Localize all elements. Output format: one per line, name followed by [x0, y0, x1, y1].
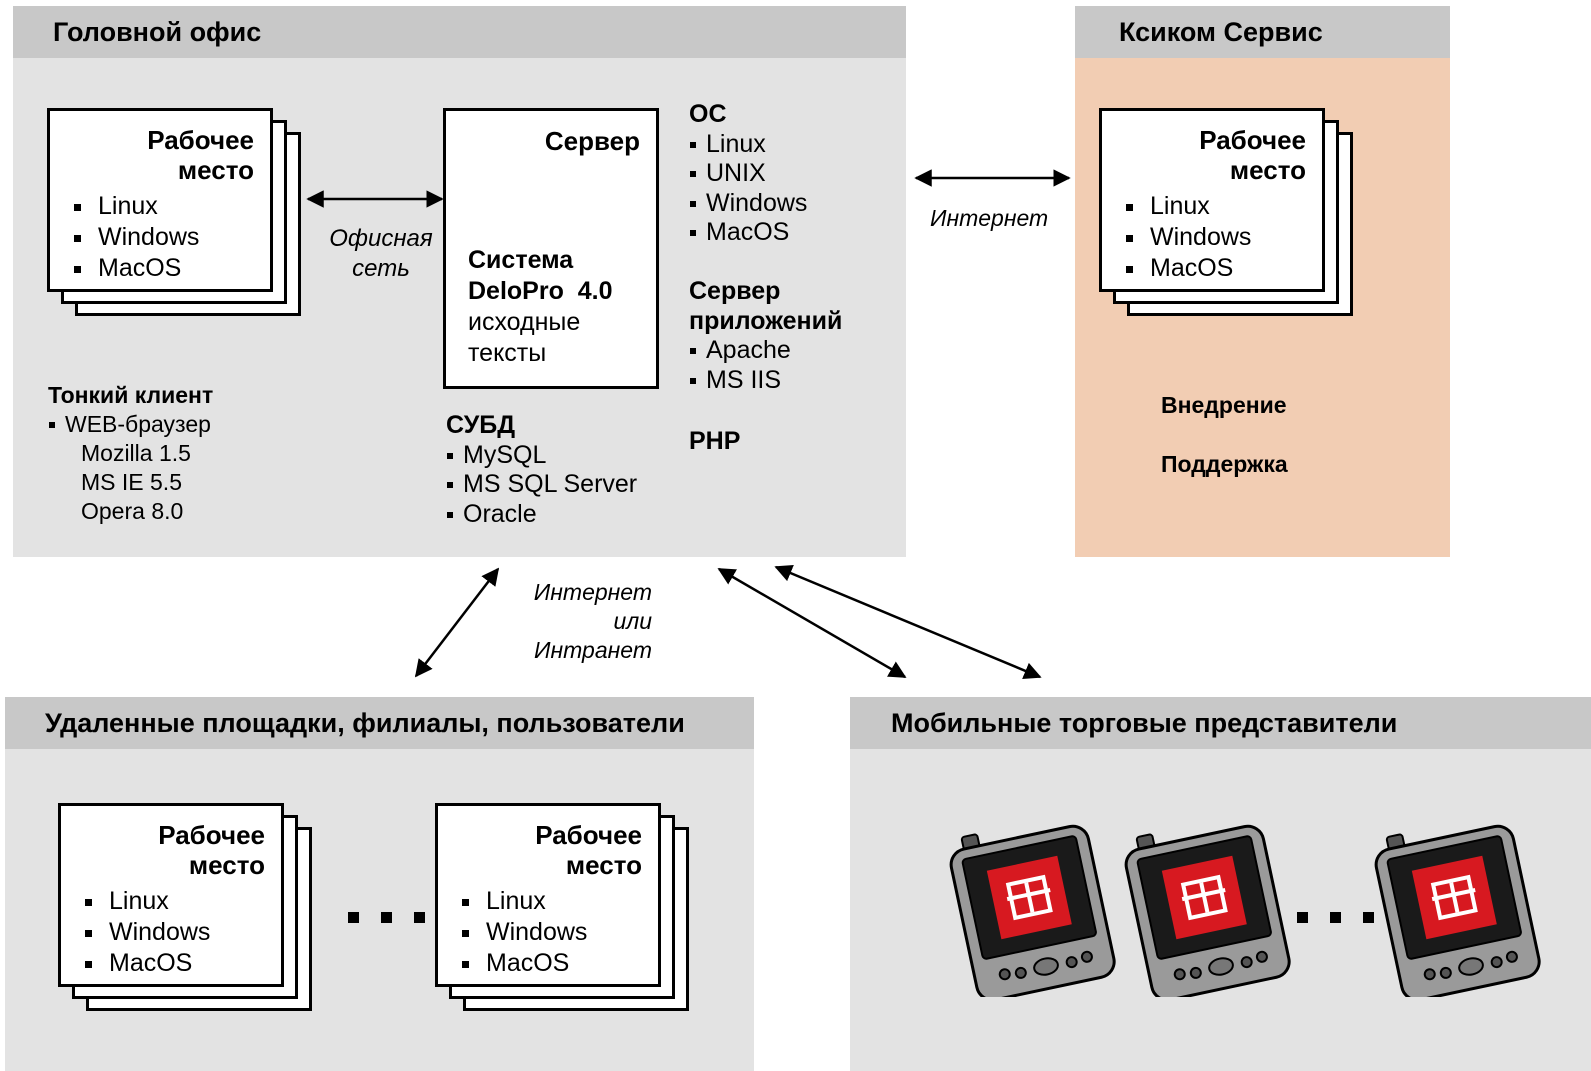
os-item: UNIX — [689, 159, 807, 189]
os-item: Windows — [1124, 222, 1251, 253]
browser-list: Mozilla 1.5 MS IE 5.5 Opera 8.0 — [48, 439, 213, 526]
os-item: MacOS — [460, 948, 587, 979]
app-server-item: MS IIS — [689, 366, 842, 396]
arrow-remote — [414, 567, 500, 678]
internet-intranet-label: Интернет или Интранет — [533, 579, 652, 663]
os-item: Linux — [460, 886, 587, 917]
server-title: Сервер — [544, 126, 640, 156]
browser-item: Opera 8.0 — [81, 498, 184, 524]
mobile-title: Мобильные торговые представители — [850, 697, 1591, 749]
head-office-workstation: Рабочее место Linux Windows MacOS — [47, 108, 301, 316]
pda-icon — [949, 824, 1116, 997]
thin-client-item: WEB-браузер — [48, 410, 213, 439]
dbms-item: Oracle — [446, 500, 637, 530]
os-item: MacOS — [1124, 253, 1251, 284]
dbms-item: MS SQL Server — [446, 470, 637, 500]
server-system: Система DeloPro 4.0 исходные тексты — [468, 246, 613, 367]
pda-icon — [1374, 824, 1541, 997]
os-title: ОС — [689, 100, 727, 128]
app-server-item: Apache — [689, 336, 842, 366]
workstation-title: Рабочее место — [535, 820, 642, 880]
app-server-list: Apache MS IIS — [689, 336, 842, 395]
dbms-list: MySQL MS SQL Server Oracle — [446, 441, 637, 530]
thin-client-block: Тонкий клиент WEB-браузер Mozilla 1.5 MS… — [48, 381, 213, 526]
xicom-workstation: Рабочее место Linux Windows MacOS — [1099, 108, 1353, 316]
browser-item: MS IE 5.5 — [81, 469, 182, 495]
arrow-mobile-2 — [774, 564, 1042, 680]
support-label: Поддержка — [1161, 451, 1288, 477]
server-box: Сервер Система DeloPro 4.0 исходные текс… — [443, 108, 659, 389]
workstation-title: Рабочее место — [1199, 125, 1306, 185]
remote-title: Удаленные площадки, филиалы, пользовател… — [5, 697, 754, 749]
os-item: Linux — [689, 130, 807, 160]
os-item: MacOS — [72, 253, 199, 284]
office-network-label: Офисная сеть — [329, 225, 433, 282]
workstation-os-list: Linux Windows MacOS — [72, 191, 199, 284]
workstation-os-list: Linux Windows MacOS — [83, 886, 210, 979]
dbms-title: СУБД — [446, 411, 516, 439]
remote-workstation-b: Рабочее место Linux Windows MacOS — [435, 803, 689, 1011]
os-item: Windows — [460, 917, 587, 948]
internet-label: Интернет — [930, 205, 1049, 231]
os-list: Linux UNIX Windows MacOS — [689, 130, 807, 248]
os-item: Windows — [689, 189, 807, 219]
os-item: Windows — [72, 222, 199, 253]
arrow-mobile-1 — [717, 567, 907, 679]
remote-workstation-a: Рабочее место Linux Windows MacOS — [58, 803, 312, 1011]
head-office-title: Головной офис — [13, 6, 906, 58]
xicom-panel: Ксиком Сервис — [1075, 6, 1450, 557]
xicom-title: Ксиком Сервис — [1075, 6, 1450, 58]
os-block: ОС Linux UNIX Windows MacOS — [689, 100, 807, 248]
thin-client-title: Тонкий клиент — [48, 382, 214, 408]
browser-item: Mozilla 1.5 — [81, 440, 191, 466]
ellipsis-remote — [348, 912, 425, 923]
os-item: MacOS — [689, 218, 807, 248]
workstation-os-list: Linux Windows MacOS — [1124, 191, 1251, 284]
workstation-os-list: Linux Windows MacOS — [460, 886, 587, 979]
os-item: MacOS — [83, 948, 210, 979]
os-item: Windows — [83, 917, 210, 948]
os-item: Linux — [1124, 191, 1251, 222]
workstation-title: Рабочее место — [147, 125, 254, 185]
php-label: PHP — [689, 427, 741, 455]
app-server-block: Сервер приложений Apache MS IIS — [689, 277, 843, 395]
ellipsis-mobile — [1297, 912, 1374, 923]
os-item: Linux — [72, 191, 199, 222]
pda-icon — [1124, 824, 1291, 997]
workstation-title: Рабочее место — [158, 820, 265, 880]
implementation-label: Внедрение — [1161, 392, 1287, 418]
dbms-block: СУБД MySQL MS SQL Server Oracle — [446, 411, 637, 529]
os-item: Linux — [83, 886, 210, 917]
dbms-item: MySQL — [446, 441, 637, 471]
